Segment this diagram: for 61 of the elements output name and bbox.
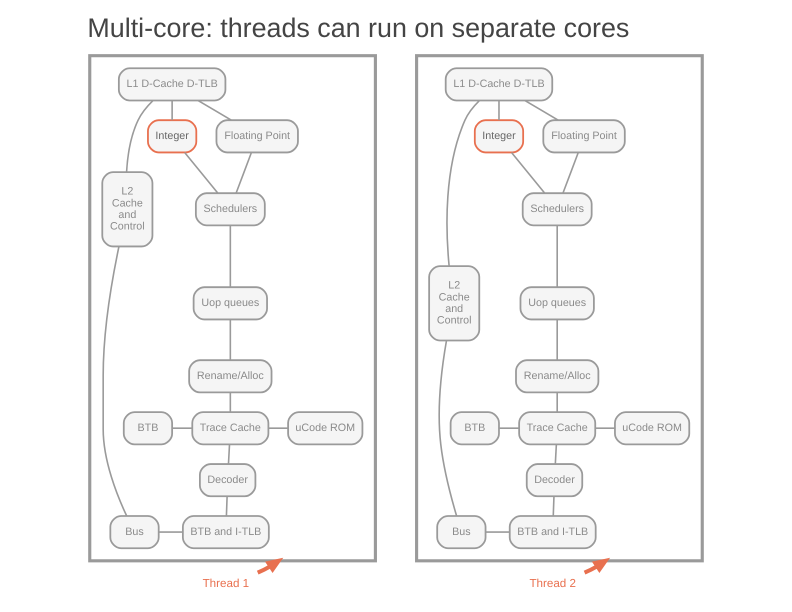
node-text: Thread 1 <box>202 577 250 590</box>
connector <box>498 100 500 120</box>
node-box: BTB <box>122 411 174 446</box>
node-box: uCode ROM <box>614 411 690 446</box>
connector <box>235 152 252 194</box>
connector <box>556 392 558 412</box>
node-box: Integer <box>147 119 198 154</box>
node-box: Decoder <box>526 463 584 498</box>
connector <box>556 320 558 360</box>
connector <box>171 100 173 120</box>
node-box: L2 Cache and Control <box>101 171 154 248</box>
node-box: Schedulers <box>194 192 266 226</box>
node-box: Decoder <box>199 463 256 498</box>
node-box: uCode ROM <box>287 411 364 446</box>
node-box: Integer <box>474 119 524 154</box>
arrow <box>256 558 284 574</box>
node-box: Uop queues <box>192 286 268 320</box>
node-box: BTB and I-TLB <box>508 515 597 550</box>
connector <box>126 100 154 172</box>
diagram-title: Multi-core: threads can run on separate cores <box>87 12 630 43</box>
connector <box>554 444 558 464</box>
connector <box>562 152 579 194</box>
node-box: L1 D-Cache D-TLB <box>444 67 554 102</box>
connector <box>172 427 192 430</box>
node-text: Thread 2 <box>529 577 576 590</box>
node-box: Trace Cache <box>191 411 270 446</box>
node-box: Uop queues <box>520 286 595 320</box>
node-box: L1 D-Cache D-TLB <box>118 67 226 102</box>
node-box: BTB <box>450 411 500 446</box>
node-box: Trace Cache <box>518 411 596 446</box>
connector <box>230 225 232 288</box>
connector <box>524 100 559 121</box>
cluster <box>415 54 704 562</box>
connector <box>158 531 183 533</box>
connector <box>595 427 615 430</box>
connector <box>556 225 558 288</box>
connector <box>510 152 546 194</box>
connector <box>226 496 228 516</box>
node-box: L2 Cache and Control <box>428 265 480 342</box>
connector <box>446 100 480 266</box>
cluster <box>88 54 377 562</box>
arrow <box>584 558 610 574</box>
connector <box>486 531 510 533</box>
node-box: Rename/Alloc <box>515 359 600 394</box>
connector <box>102 246 128 516</box>
node-box: BTB and I-TLB <box>182 515 270 550</box>
node-box: Bus <box>436 515 486 550</box>
connector <box>198 100 232 121</box>
node-box: Floating Point <box>216 119 299 154</box>
connector <box>268 427 288 430</box>
node-box: Rename/Alloc <box>188 359 272 394</box>
connector <box>438 340 458 516</box>
connector <box>499 427 519 430</box>
connector <box>228 444 230 464</box>
connector <box>230 392 232 412</box>
connector <box>230 320 232 360</box>
connector <box>552 496 555 516</box>
node-box: Bus <box>109 515 160 550</box>
node-box: Floating Point <box>542 119 626 154</box>
connector <box>184 152 218 194</box>
node-box: Schedulers <box>522 192 593 226</box>
